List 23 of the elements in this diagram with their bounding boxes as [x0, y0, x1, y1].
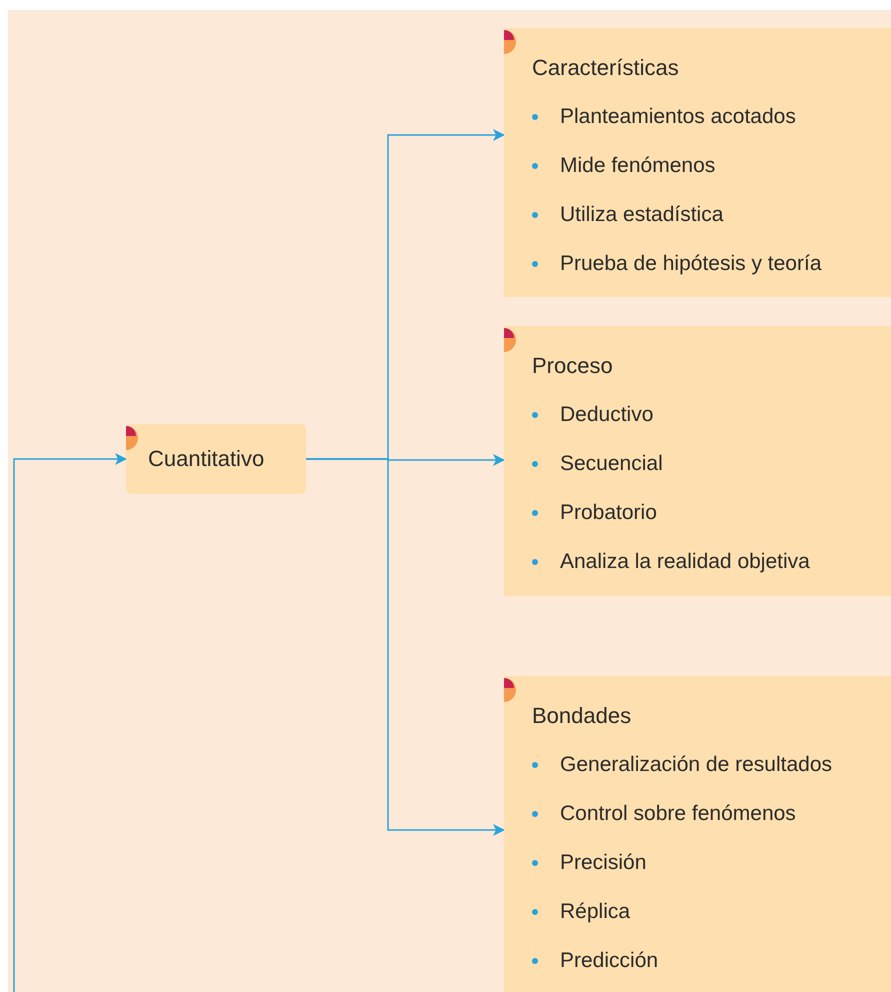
card-heading: Bondades: [532, 702, 632, 730]
list-item: Deductivo: [560, 402, 654, 428]
list-item: Secuencial: [560, 451, 663, 477]
card-heading: Características: [532, 54, 679, 82]
concept-box: [126, 424, 306, 494]
list-item: Generalización de resultados: [560, 752, 832, 778]
arrow: [306, 458, 505, 836]
list-item: Precisión: [560, 850, 646, 876]
list-item: Predicción: [560, 948, 658, 974]
list-item: Mide fenómenos: [560, 153, 716, 179]
list-item: Control sobre fenómenos: [560, 801, 796, 827]
list-item: Analiza la realidad objetiva: [560, 549, 810, 575]
list-item: Prueba de hipótesis y teoría: [560, 251, 822, 277]
list-item: Réplica: [560, 899, 630, 925]
list-item: Utiliza estadística: [560, 202, 724, 228]
list-item: Planteamientos acotados: [560, 104, 796, 130]
node-label: Cuantitativo: [148, 445, 264, 473]
card-heading: Proceso: [532, 352, 613, 380]
list-card: [504, 326, 891, 596]
list-card: [504, 28, 891, 297]
arrow: [13, 453, 127, 992]
list-item: Probatorio: [560, 500, 657, 526]
list-card: [504, 676, 891, 992]
